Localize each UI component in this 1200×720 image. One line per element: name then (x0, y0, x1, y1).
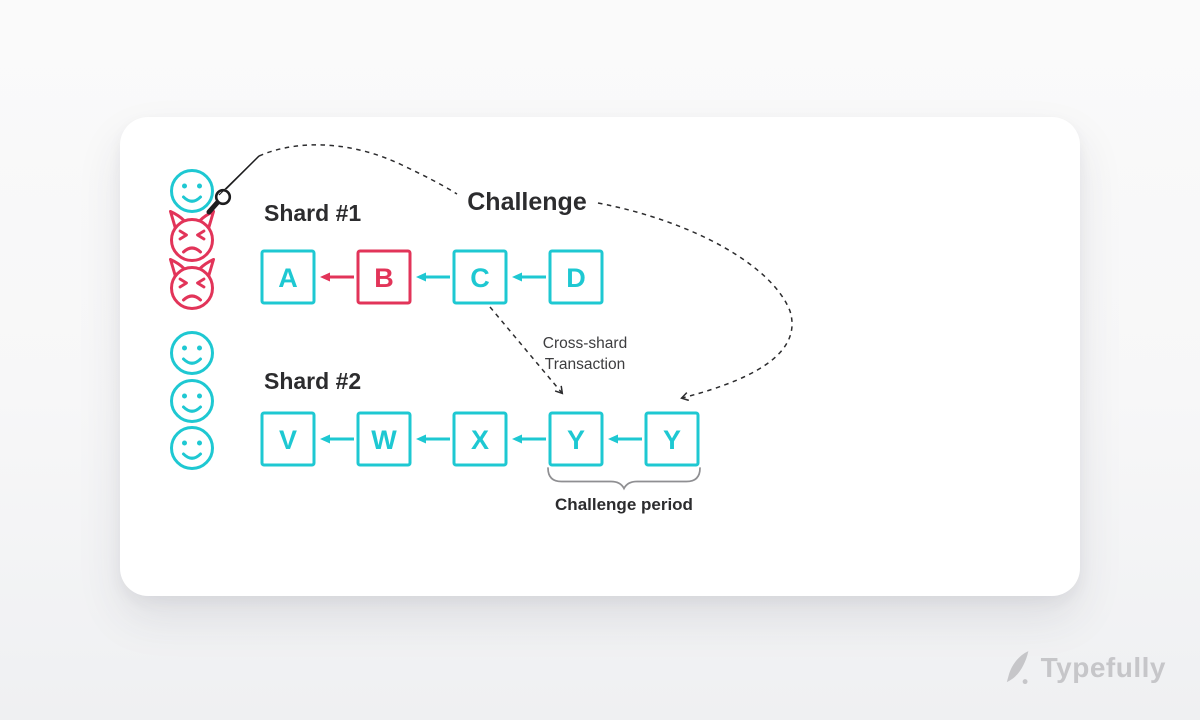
typefully-watermark: Typefully (1004, 650, 1166, 686)
honest-validator-icon (170, 331, 214, 375)
honest-validator-icon (170, 379, 214, 423)
challenge-arrow-right-segment (597, 202, 793, 398)
feather-icon (1006, 651, 1029, 685)
watermark-brand: Typefully (1040, 652, 1166, 683)
cross-shard-label-line1: Cross-shard (543, 335, 627, 352)
honest-validator-icon (170, 426, 214, 470)
malicious-validator-icon (169, 210, 215, 262)
block-d: D (548, 249, 604, 305)
cross-shard-label-line2: Transaction (545, 356, 625, 373)
malicious-validator-icon (169, 258, 215, 310)
challenge-arrow-left-segment (258, 144, 458, 195)
svg-text:Y: Y (663, 425, 681, 455)
svg-text:A: A (278, 263, 298, 293)
shard2-label: Shard #2 (264, 368, 361, 394)
challenge-label: Challenge (467, 188, 587, 216)
block-w: W (356, 411, 412, 467)
challenge-period-label: Challenge period (555, 495, 693, 514)
svg-text:W: W (371, 425, 397, 455)
cross-shard-arrow (489, 306, 562, 393)
shard1-label: Shard #1 (264, 200, 361, 226)
block-c: C (452, 249, 508, 305)
challenge-period-brace (547, 467, 701, 491)
diagram-card: Challenge Shard #1 A B C D Cross-shard T… (120, 117, 1080, 596)
block-a: A (260, 249, 316, 305)
magnifier-icon (206, 155, 260, 215)
block-y1: Y (548, 411, 604, 467)
svg-text:V: V (279, 425, 297, 455)
svg-text:B: B (374, 263, 394, 293)
svg-text:C: C (470, 263, 490, 293)
sharding-diagram: Challenge Shard #1 A B C D Cross-shard T… (169, 144, 793, 514)
block-b: B (356, 249, 412, 305)
block-v: V (260, 411, 316, 467)
svg-text:D: D (566, 263, 586, 293)
validator-column (169, 169, 215, 470)
block-y2: Y (644, 411, 700, 467)
honest-validator-icon (170, 169, 214, 213)
block-x: X (452, 411, 508, 467)
svg-text:Y: Y (567, 425, 585, 455)
svg-text:X: X (471, 425, 489, 455)
